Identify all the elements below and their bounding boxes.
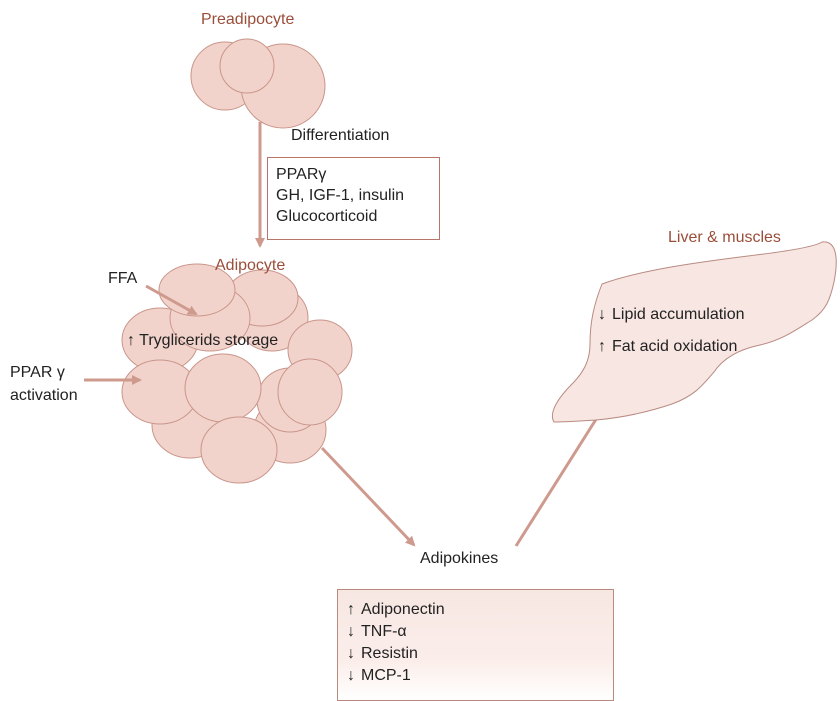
preadipocyte-cell [219, 38, 275, 94]
down-arrow-icon: ↓ [347, 667, 355, 684]
preadipocyte-cells [190, 38, 326, 129]
trig-storage-label: ↑ Tryglicerids storage [127, 332, 279, 349]
liver-effect-text: Lipid accumulation [612, 306, 745, 323]
liver-effect-text: Fat acid oxidation [612, 338, 738, 355]
ppar-activation-label-2: activation [10, 387, 78, 404]
ppar-activation-label-1: PPAR γ [10, 364, 65, 381]
adipokine-effect-text: Resistin [361, 645, 418, 662]
down-arrow-icon: ↓ [347, 623, 355, 640]
factor-gh: GH, IGF-1, insulin [276, 187, 405, 204]
down-arrow-icon: ↓ [347, 645, 355, 662]
differentiation-label: Differentiation [291, 127, 390, 144]
up-arrow-icon: ↑ [347, 601, 355, 618]
adipokine-effect-text: MCP-1 [361, 667, 411, 684]
adipokines-label: Adipokines [420, 550, 499, 567]
adipokine-effects-box: ↑ Adiponectin ↓ TNF-α ↓ Resistin ↓ MCP-1 [337, 589, 614, 701]
liver-shape [552, 241, 837, 423]
factor-ppar: PPARγ [276, 166, 327, 183]
adipokine-effect-4: ↓ MCP-1 [347, 665, 613, 687]
adipocyte-cell [277, 358, 343, 426]
adipokine-effect-text: TNF-α [361, 623, 407, 640]
ffa-label: FFA [108, 270, 138, 287]
down-arrow-icon: ↓ [598, 306, 606, 323]
preadipocyte-label: Preadipocyte [201, 11, 295, 28]
liver-title: Liver & muscles [668, 229, 781, 246]
liver-effect-1: ↓ Lipid accumulation [598, 307, 745, 323]
adipocyte-label: Adipocyte [215, 257, 286, 274]
ffa-arrow [145, 284, 198, 316]
factor-glucocorticoid: Glucocorticoid [276, 208, 378, 225]
adipocyte-cell [184, 353, 262, 423]
adipokine-effect-2: ↓ TNF-α [347, 621, 613, 643]
adipokines-arrow [320, 446, 416, 547]
adipocyte-cluster [121, 263, 353, 484]
liver-effect-2: ↑ Fat acid oxidation [598, 339, 737, 355]
adipokine-effect-1: ↑ Adiponectin [347, 599, 613, 621]
adipocyte-cell [200, 416, 278, 484]
adipokine-effect-3: ↓ Resistin [347, 643, 613, 665]
adipokine-effect-text: Adiponectin [361, 601, 445, 618]
up-arrow-icon: ↑ [598, 338, 606, 355]
differentiation-factors-box: PPARγ GH, IGF-1, insulin Glucocorticoid [267, 157, 440, 240]
